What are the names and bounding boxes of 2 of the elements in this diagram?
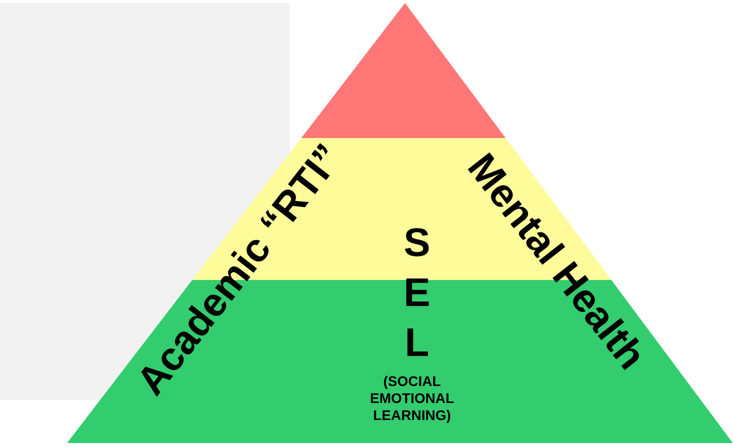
vertical-label: SEL [402, 220, 432, 367]
subtitle: (SOCIAL EMOTIONAL LEARNING) [369, 373, 455, 424]
